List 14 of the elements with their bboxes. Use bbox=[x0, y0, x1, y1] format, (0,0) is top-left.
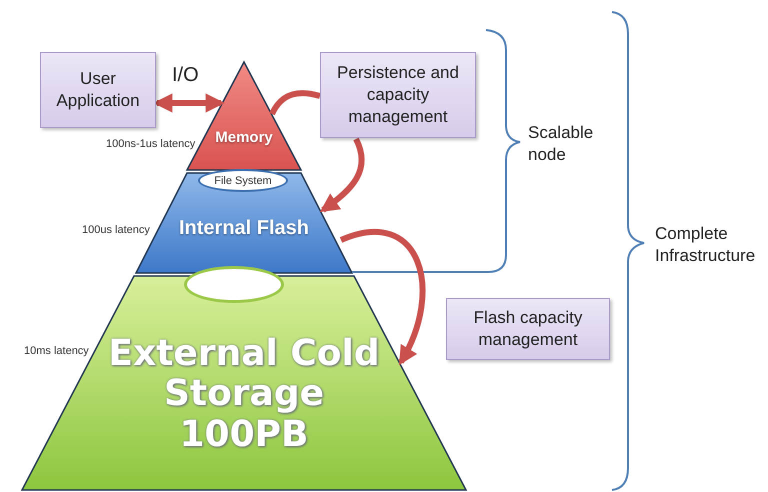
latency-label: 10ms latency bbox=[24, 345, 89, 357]
process-box: User Application bbox=[40, 52, 156, 128]
arrow bbox=[320, 138, 365, 212]
process-box: Flash capacity management bbox=[446, 298, 610, 360]
bracket-label: Scalable node bbox=[528, 122, 594, 166]
latency-label: 100us latency bbox=[82, 224, 150, 236]
pyramid-tier bbox=[22, 276, 466, 490]
edge-label: I/O bbox=[172, 64, 199, 87]
tier-label: External Cold Storage 100PB bbox=[107, 334, 381, 455]
latency-label: 100ns-1us latency bbox=[106, 138, 196, 150]
arrow bbox=[153, 93, 225, 113]
arrow bbox=[340, 229, 426, 366]
bracket-label: Complete Infrastructure bbox=[655, 223, 756, 268]
process-box: Persistence and capacity management bbox=[320, 52, 476, 138]
